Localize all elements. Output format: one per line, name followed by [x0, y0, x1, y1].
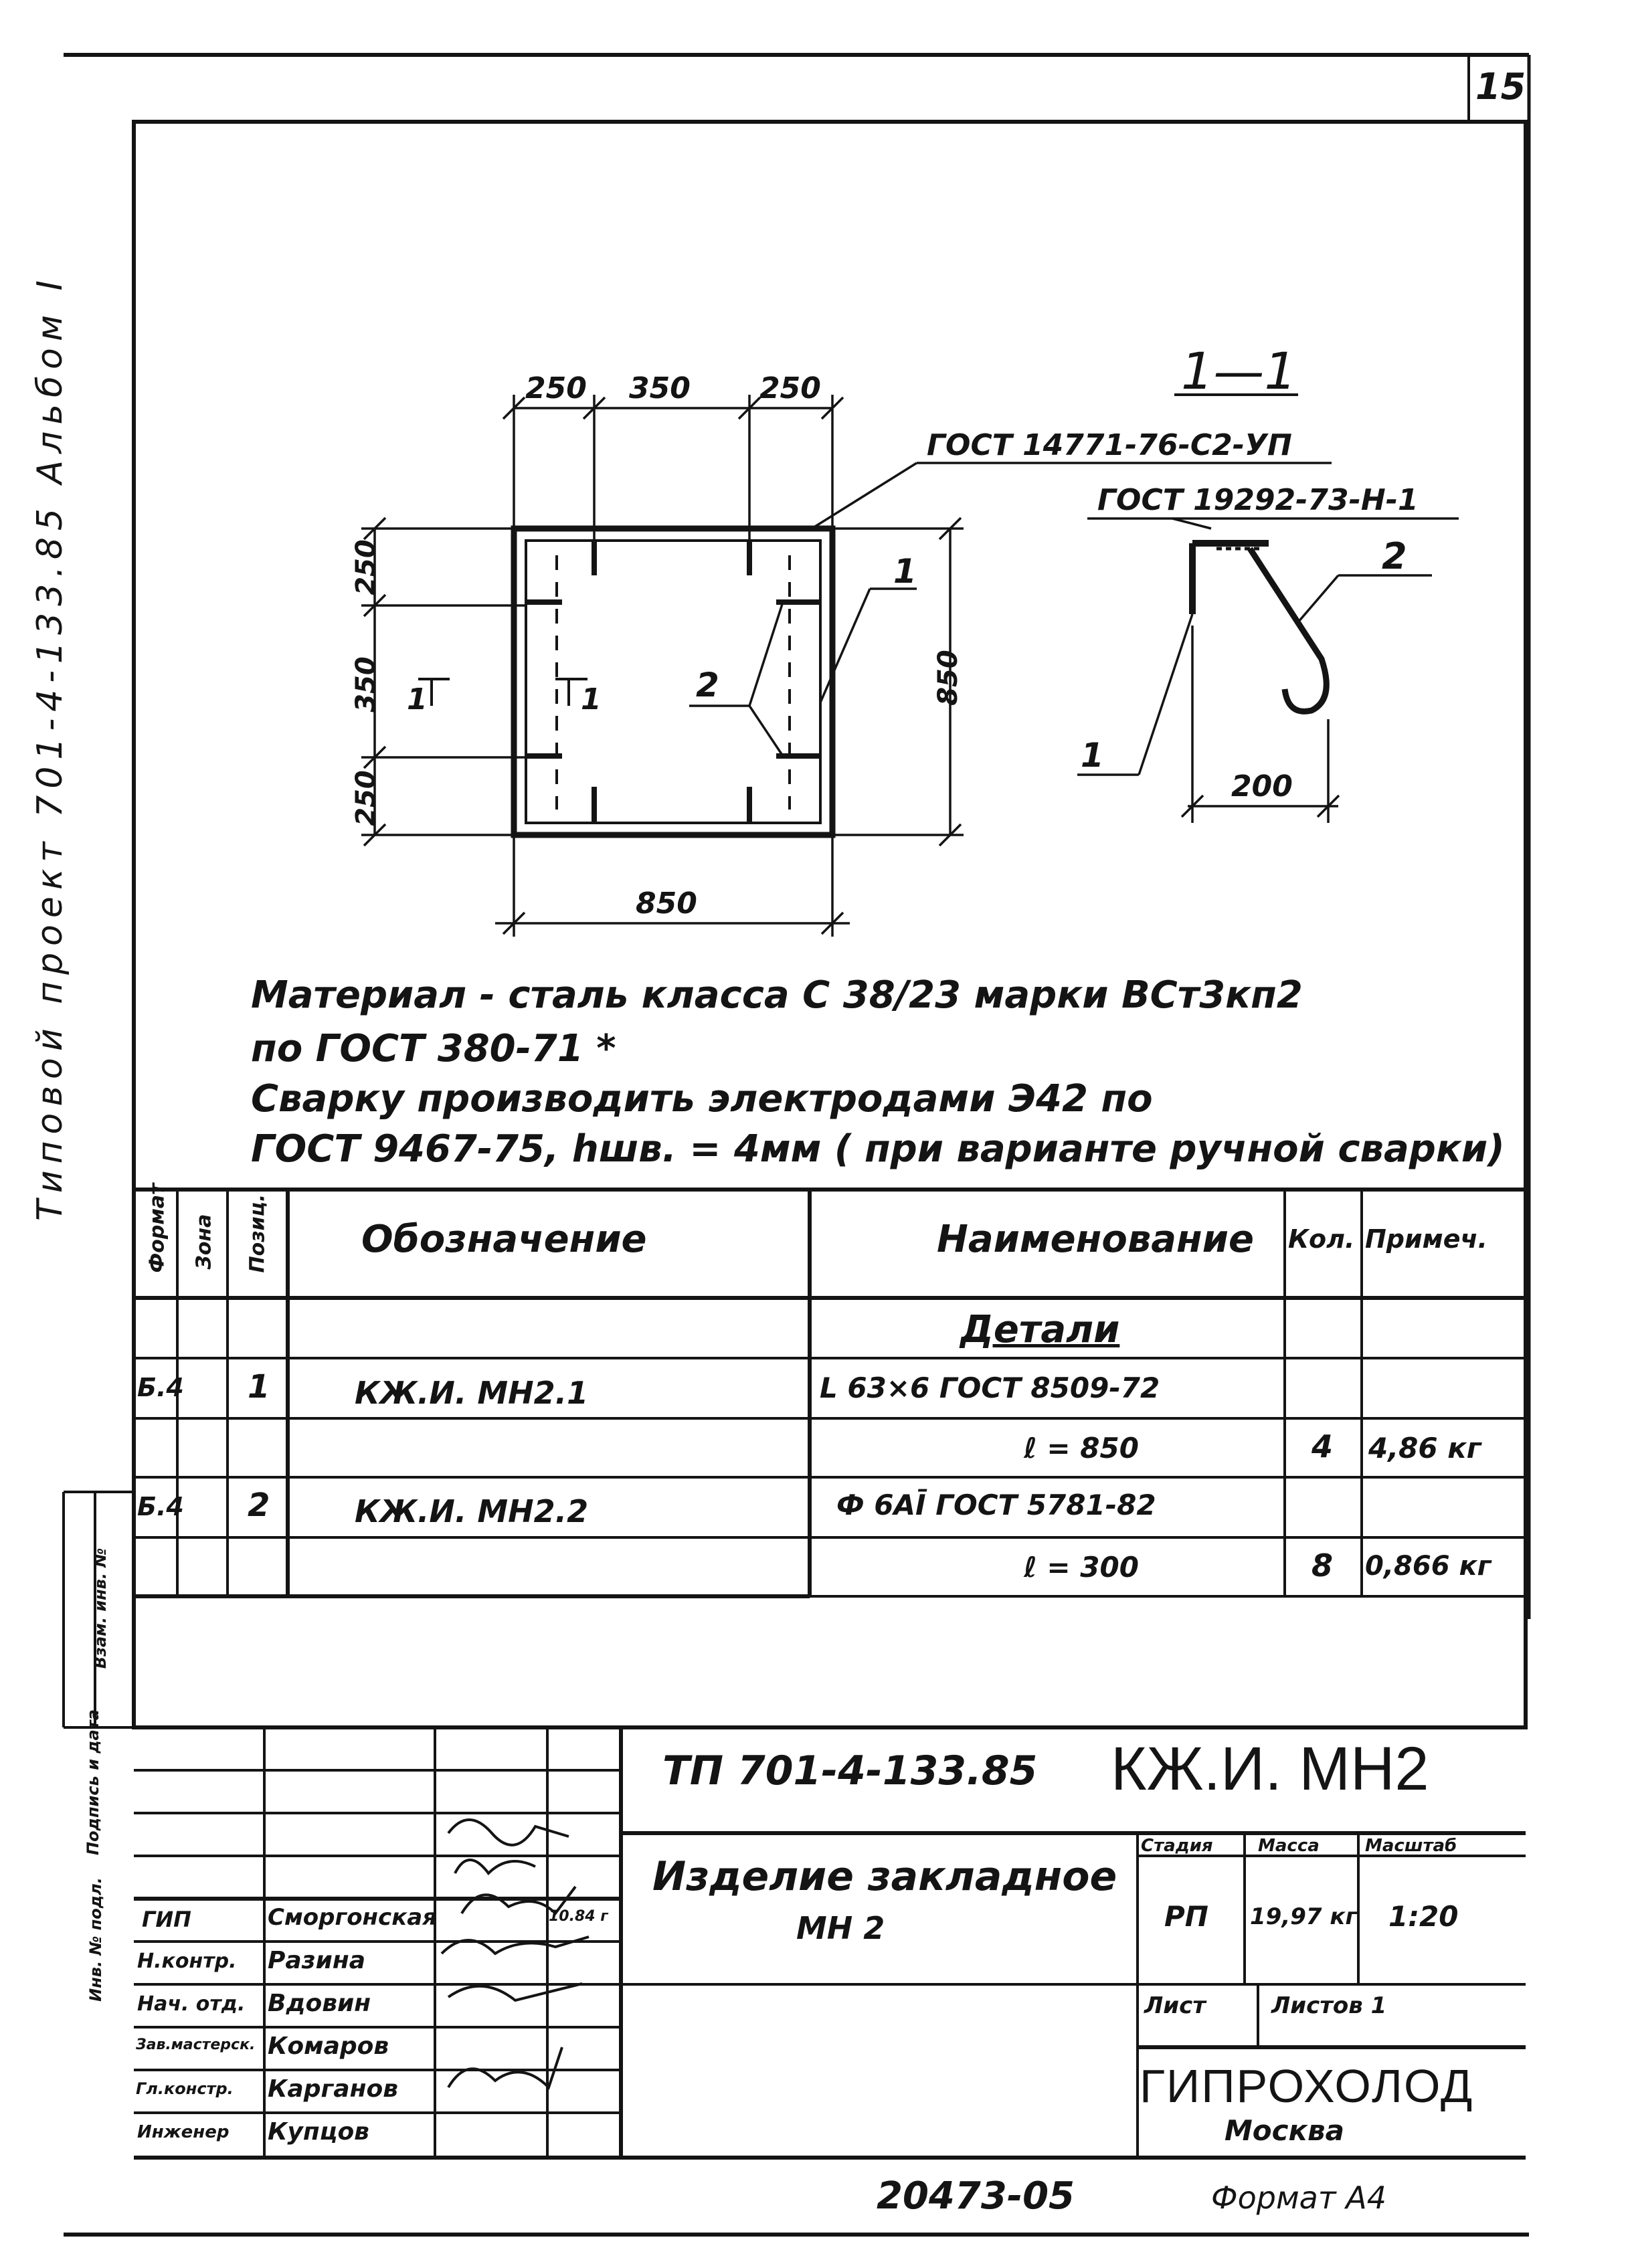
role-4-name: Комаров — [268, 2033, 389, 2060]
gost-weld-1: ГОСТ 14771-76-С2-УП — [927, 428, 1292, 462]
dim-right: 850 — [932, 650, 964, 706]
dim-top-mid: 350 — [629, 371, 691, 405]
callout-pos1-profile: 1 — [1081, 736, 1104, 775]
spec-header-format: Формат — [145, 1183, 169, 1273]
scale-value: 1:20 — [1388, 1900, 1459, 1933]
role-4: Зав.мастерск. — [136, 2037, 256, 2053]
spec-row-3-designation: КЖ.И. МН2.2 — [355, 1493, 589, 1529]
dim-left-mid: 350 — [350, 656, 381, 713]
role-1-name: Сморгонская — [268, 1904, 438, 1931]
spec-row-3-pos: 2 — [248, 1487, 270, 1524]
role-2: Н.контр. — [137, 1950, 237, 1973]
role-2-name: Разина — [268, 1947, 365, 1974]
section-mark-right: 1 — [581, 682, 602, 717]
callout-pos1: 1 — [893, 552, 917, 591]
note-line-3: Сварку производить электродами Э42 по — [251, 1077, 1153, 1121]
role-6: Инженер — [137, 2122, 230, 2142]
spec-row-2-note: 4,86 кг — [1368, 1432, 1481, 1464]
spec-row-4-qty: 8 — [1312, 1547, 1334, 1584]
callout-pos2: 2 — [696, 666, 719, 704]
stamp-inv-repl: Взам. инв. № — [91, 1547, 110, 1669]
gost-weld-2: ГОСТ 19292-73-Н-1 — [1097, 483, 1419, 517]
role-5-name: Карганов — [268, 2075, 398, 2103]
mass-header: Масса — [1258, 1836, 1320, 1856]
spec-row-1-designation: КЖ.И. МН2.1 — [355, 1375, 589, 1411]
side-text: Типовой проект 701-4-133.85 Альбом I — [30, 274, 70, 1221]
sheet-format: Формат А4 — [1211, 2180, 1386, 2216]
spec-row-4-name: ℓ = 300 — [1024, 1551, 1139, 1584]
section-title: 1—1 — [1181, 341, 1297, 401]
archive-number: 20473-05 — [877, 2174, 1075, 2218]
mass-value: 19,97 кг — [1250, 1903, 1358, 1930]
note-line-4: ГОСТ 9467-75, hшв. = 4мм ( при варианте … — [251, 1127, 1505, 1171]
signature-scribble — [447, 1818, 569, 1847]
note-line-1: Материал - сталь класса С 38/23 марки ВС… — [251, 973, 1303, 1017]
spec-row-2-qty: 4 — [1312, 1428, 1334, 1464]
stamp-sign-date: Подпись и дата — [83, 1709, 102, 1855]
drawing-mark: КЖ.И. МН2 — [1111, 1735, 1429, 1803]
project-code: ТП 701-4-133.85 — [662, 1747, 1038, 1794]
scale-header: Масштаб — [1365, 1836, 1457, 1856]
dim-bottom: 850 — [636, 886, 697, 921]
spec-row-3-name: Ф 6АĪ ГОСТ 5781-82 — [836, 1489, 1156, 1521]
spec-row-3-format: Б.4 — [137, 1492, 184, 1521]
spec-header-qty: Кол. — [1288, 1224, 1355, 1254]
spec-header-pos: Позиц. — [246, 1194, 270, 1273]
role-1: ГИП — [142, 1907, 191, 1932]
dim-left-top: 250 — [350, 539, 381, 595]
stamp-inv-orig: Инв. № подл. — [86, 1877, 105, 2002]
sheets-header: Листов 1 — [1271, 1992, 1387, 2019]
spec-row-4-note: 0,866 кг — [1365, 1551, 1491, 1582]
spec-header-name: Наименование — [937, 1218, 1254, 1261]
spec-row-2-name: ℓ = 850 — [1024, 1432, 1139, 1464]
spec-row-1-pos: 1 — [248, 1368, 270, 1406]
stage-value: РП — [1164, 1900, 1208, 1933]
callout-pos2-profile: 2 — [1382, 535, 1407, 577]
stage-header: Стадия — [1141, 1836, 1213, 1856]
spec-header-note: Примеч. — [1365, 1224, 1487, 1254]
note-line-2: по ГОСТ 380-71 * — [251, 1027, 616, 1070]
role-6-name: Купцов — [268, 2118, 369, 2146]
section-mark-left: 1 — [407, 682, 428, 717]
dim-left-bot: 250 — [350, 770, 381, 826]
spec-row-1-name: L 63×6 ГОСТ 8509-72 — [820, 1372, 1160, 1404]
role-3-name: Вдовин — [268, 1990, 371, 2017]
spec-header-zone: Зона — [192, 1214, 216, 1270]
spec-header-designation: Обозначение — [361, 1218, 647, 1261]
dim-top-right: 250 — [759, 371, 821, 405]
item-title: Изделие закладное — [652, 1853, 1117, 1900]
dim-profile-width: 200 — [1231, 769, 1293, 804]
role-3: Нач. отд. — [137, 1992, 246, 2016]
item-subtitle: МН 2 — [796, 1910, 885, 1946]
organization-name: ГИПРОХОЛОД — [1140, 2060, 1474, 2112]
role-5: Гл.констр. — [136, 2079, 234, 2098]
organization-city: Москва — [1225, 2114, 1344, 2147]
sheet-header: Лист — [1144, 1992, 1206, 2019]
sheet-number: 15 — [1475, 66, 1526, 108]
spec-section: Детали — [960, 1308, 1120, 1351]
dim-top-left: 250 — [525, 371, 587, 405]
spec-row-1-format: Б.4 — [137, 1373, 184, 1402]
approval-date: 10.84 г — [549, 1908, 608, 1925]
